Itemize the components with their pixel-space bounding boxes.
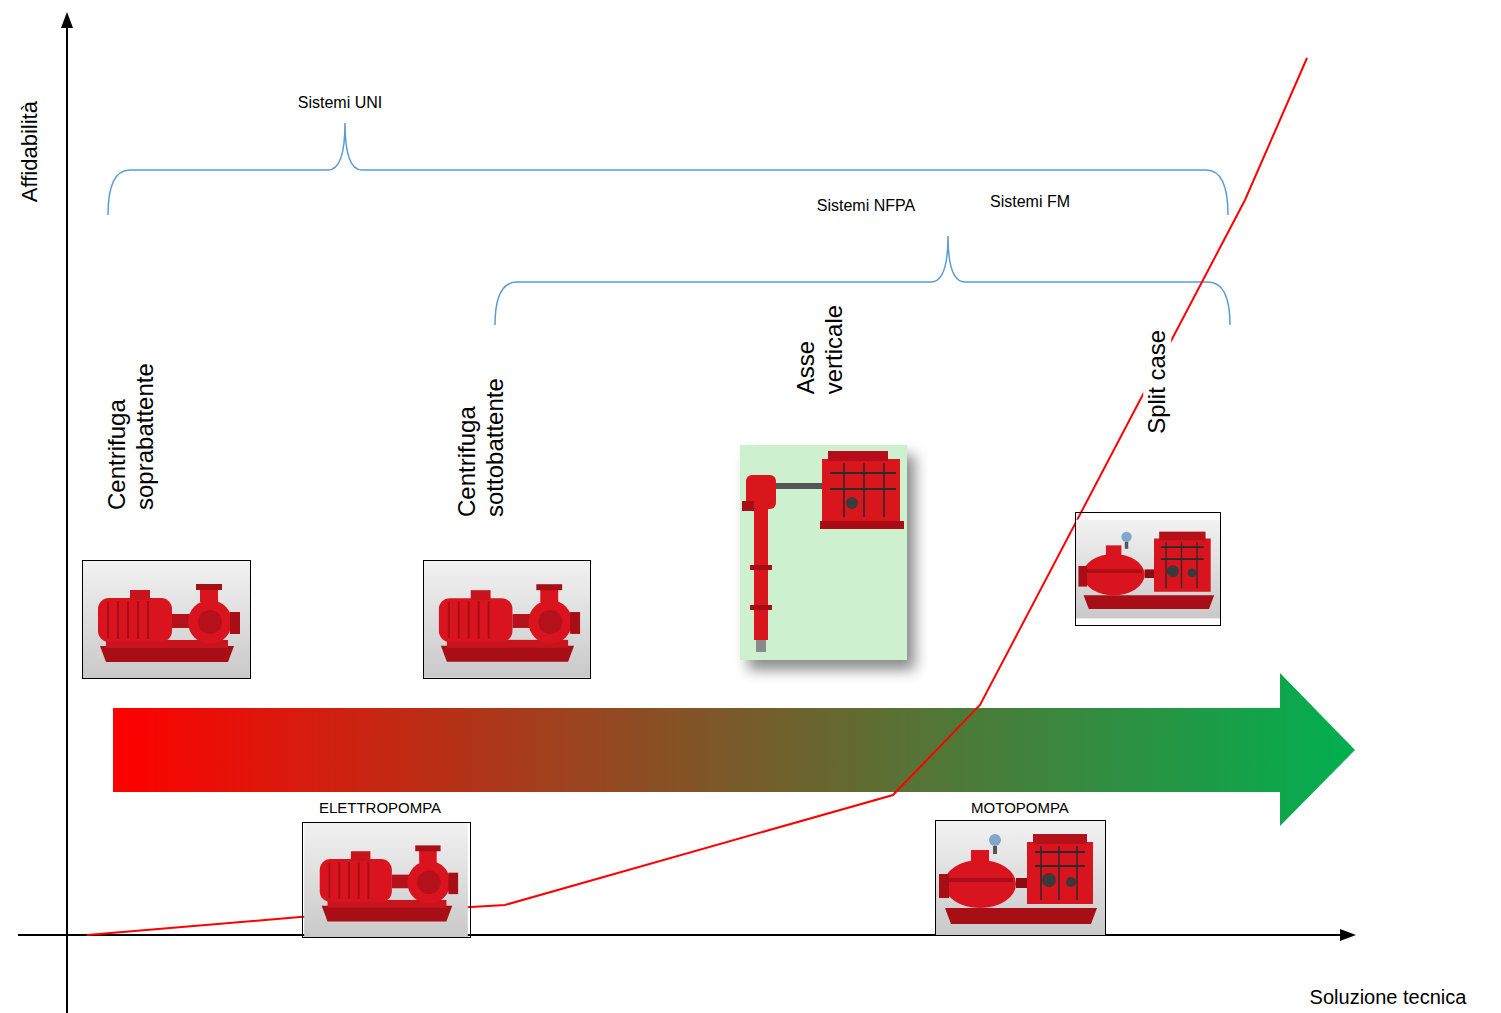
pump-picture [935,820,1106,936]
pump-picture [303,822,471,938]
pump-picture [82,560,251,679]
pump-type-label: Split case [1143,327,1171,437]
drive-label: MOTOPOMPA [971,799,1069,816]
pump-picture [423,560,591,678]
pump-type-label: Centrifuga sottobattente [452,379,507,518]
x-axis [18,934,1342,936]
pump-type-label: Centrifuga soprabattente [102,364,157,511]
x-axis-head [1340,929,1356,941]
group-label: Sistemi UNI [298,94,382,112]
y-axis [66,26,68,1013]
group-label: Sistemi FM [990,193,1070,211]
uni-brace [108,123,1228,215]
group-label: Sistemi NFPA [817,197,915,215]
nfpa-fm-brace [495,236,1230,325]
pump-type-label: Asse verticale [792,305,847,394]
pump-picture [1075,513,1221,626]
progress-arrow [113,673,1355,826]
pump-picture [740,445,907,660]
axis-title: Soluzione tecnica [1310,986,1467,1009]
reliability-curve [87,58,1307,935]
y-axis-head [61,12,73,28]
drive-label: ELETTROPOMPA [319,799,441,816]
axis-title: Affidabilità [17,101,42,202]
